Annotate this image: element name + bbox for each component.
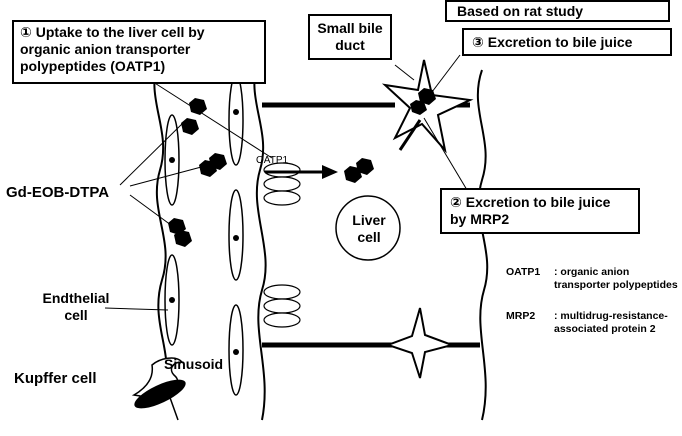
- uptake-label: ① Uptake to the liver cell by organic an…: [20, 24, 205, 74]
- leader-oatp1: [149, 79, 273, 159]
- sinusoid-label: Sinusoid: [164, 356, 224, 372]
- small-bile-duct-label: Small bile duct: [317, 20, 383, 53]
- liver-cell-label: Liver cell: [352, 212, 386, 245]
- rat-study-label: Based on rat study: [457, 3, 584, 19]
- uptake-arrowhead: [322, 165, 338, 179]
- legend-definition: : multidrug-resistance-associated protei…: [554, 310, 668, 335]
- endothelial-cell-label: Endthelial cell: [42, 290, 110, 323]
- mrp2-arrow: [398, 119, 422, 151]
- excretion-mrp2-label: ② Excretion to bile juice by MRP2: [450, 194, 611, 227]
- left-sinusoid-wall: [153, 59, 168, 381]
- legend-term: OATP1: [506, 266, 541, 278]
- kupffer-cell-process: [139, 389, 179, 421]
- oatp1-transporter: [263, 162, 301, 206]
- small-bile-duct-box: Small bile duct: [308, 14, 392, 60]
- nucleus-dot: [169, 157, 175, 163]
- nucleus-dot: [233, 109, 239, 115]
- excretion-bile-juice-box: ③ Excretion to bile juice: [462, 28, 672, 56]
- leader-gd-1: [129, 165, 206, 187]
- legend-definition: : organic anion transporter polypeptides: [554, 266, 678, 291]
- bile-canaliculus-star: [385, 307, 456, 379]
- excretion-mrp2-box: ② Excretion to bile juice by MRP2: [440, 188, 640, 234]
- nucleus-dot: [233, 235, 239, 241]
- leader-gd-2: [129, 194, 176, 229]
- leader-gd-3: [119, 119, 187, 186]
- legend-term: MRP2: [506, 310, 536, 322]
- kupffer-cell-label: Kupffer cell: [14, 370, 97, 387]
- excretion-bile-juice-label: ③ Excretion to bile juice: [472, 34, 633, 50]
- oatp1-transporter-label: OATP1: [256, 155, 289, 166]
- hepatocyte-right-membrane: [476, 69, 489, 421]
- endothelial-cell-ellipse: [228, 74, 244, 166]
- hepatocyte-left-membrane: [253, 59, 267, 421]
- small-bile-duct-star: [381, 59, 474, 154]
- leader-endothelial: [104, 307, 169, 311]
- uptake-label-box: ① Uptake to the liver cell by organic an…: [12, 20, 266, 84]
- legend-row-oatp1: OATP1 : organic anion transporter polype…: [506, 266, 682, 306]
- nucleus-dot: [169, 297, 175, 303]
- leader-bile-duct: [394, 64, 415, 81]
- gd-eob-dtpa-molecule: [344, 158, 374, 183]
- transporter-lower: [263, 284, 301, 328]
- kupffer-cell-nucleus: [134, 379, 186, 409]
- rat-study-box: Based on rat study: [445, 0, 670, 22]
- gd-eob-dtpa-molecule: [410, 88, 436, 115]
- liver-cell-nucleus: [335, 195, 401, 261]
- leader-mrp2: [423, 117, 471, 196]
- gd-eob-dtpa-molecule: [199, 153, 227, 177]
- leader-excretion-3: [431, 54, 461, 93]
- gd-eob-dtpa-molecule: [181, 98, 207, 135]
- gd-eob-dtpa-label: Gd-EOB-DTPA: [6, 184, 110, 201]
- legend-row-mrp2: MRP2 : multidrug-resistance-associated p…: [506, 310, 682, 358]
- gd-eob-dtpa-molecule: [168, 218, 192, 247]
- nucleus-dot: [233, 349, 239, 355]
